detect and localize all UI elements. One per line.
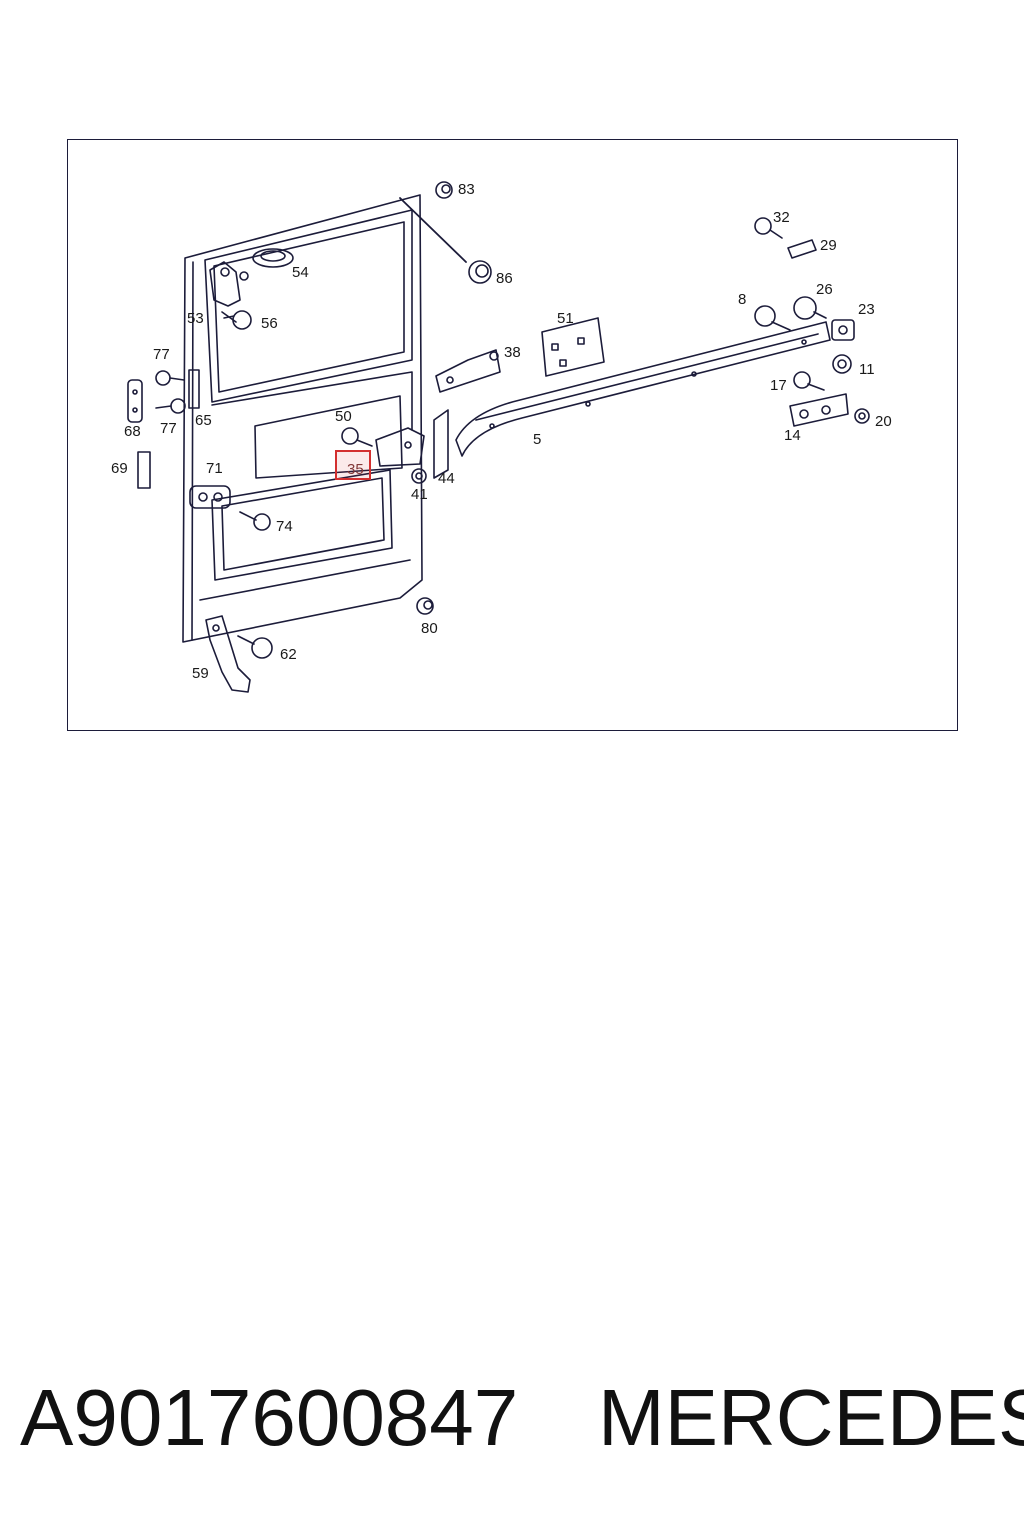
callout-label: 50 bbox=[335, 408, 352, 425]
callout-label: 23 bbox=[858, 301, 875, 318]
callout-label: 83 bbox=[458, 181, 475, 198]
callout-label: 26 bbox=[816, 281, 833, 298]
callout-label: 74 bbox=[276, 518, 293, 535]
callout-label: 53 bbox=[187, 310, 204, 327]
nut-23 bbox=[831, 319, 855, 341]
screw-32 bbox=[754, 217, 783, 239]
callout-label: 77 bbox=[153, 346, 170, 363]
slide-14 bbox=[789, 393, 849, 427]
callout-label: 29 bbox=[820, 237, 837, 254]
callout-label: 20 bbox=[875, 413, 892, 430]
screw-17 bbox=[793, 371, 825, 391]
callout-label: 68 bbox=[124, 423, 141, 440]
bracket-35 bbox=[375, 427, 425, 467]
screw-50 bbox=[341, 427, 373, 447]
nut-11 bbox=[832, 354, 852, 374]
bolt-26 bbox=[793, 296, 827, 320]
plate-51 bbox=[541, 317, 605, 377]
screw-62 bbox=[237, 635, 273, 659]
caption: A9017600847 MERCEDES bbox=[0, 1372, 1024, 1482]
callout-label: 14 bbox=[784, 427, 801, 444]
screw-8 bbox=[754, 305, 791, 331]
callout-label: 56 bbox=[261, 315, 278, 332]
grommet-54 bbox=[252, 248, 294, 268]
highlight-box bbox=[335, 450, 371, 480]
callout-label: 17 bbox=[770, 377, 787, 394]
callout-label: 54 bbox=[292, 264, 309, 281]
callout-labels: 83 32 29 54 86 26 8 23 53 56 51 38 77 11… bbox=[111, 181, 892, 682]
hinge-53 bbox=[209, 261, 249, 307]
callout-label: 59 bbox=[192, 665, 209, 682]
callout-label: 51 bbox=[557, 310, 574, 327]
bolt-77a bbox=[155, 370, 185, 386]
callout-label: 38 bbox=[504, 344, 521, 361]
grommet-86 bbox=[468, 260, 492, 284]
callout-label: 41 bbox=[411, 486, 428, 503]
brand-name: MERCEDES bbox=[598, 1373, 1024, 1462]
callout-label: 44 bbox=[438, 470, 455, 487]
bracket-65 bbox=[188, 369, 200, 409]
callout-label: 77 bbox=[160, 420, 177, 437]
bumper-80 bbox=[416, 597, 434, 615]
callout-label: 32 bbox=[773, 209, 790, 226]
callout-label: 11 bbox=[859, 361, 875, 378]
plate-44 bbox=[433, 409, 449, 479]
bolt-77b bbox=[155, 398, 186, 414]
pad-69 bbox=[137, 451, 151, 489]
callout-label: 80 bbox=[421, 620, 438, 637]
callout-label: 71 bbox=[206, 460, 223, 477]
bushing-41 bbox=[411, 468, 427, 484]
rail-5 bbox=[455, 321, 831, 457]
diagram-frame bbox=[67, 139, 958, 731]
callout-label: 8 bbox=[738, 291, 746, 308]
nut-20 bbox=[854, 408, 870, 424]
clip-29 bbox=[787, 239, 817, 259]
bracket-38 bbox=[435, 349, 501, 393]
callout-label: 86 bbox=[496, 270, 513, 287]
screw-74 bbox=[239, 511, 271, 531]
screw-56 bbox=[221, 310, 252, 330]
callout-label: 5 bbox=[533, 431, 541, 448]
bracket-68 bbox=[127, 379, 143, 423]
handle-71 bbox=[189, 485, 231, 509]
hinge-59 bbox=[205, 615, 251, 693]
door-panel bbox=[182, 194, 467, 643]
callout-label: 65 bbox=[195, 412, 212, 429]
callout-label: 62 bbox=[280, 646, 297, 663]
clip-83 bbox=[435, 181, 453, 199]
part-number: A9017600847 bbox=[20, 1373, 519, 1462]
highlighted-callout-label: 35 bbox=[347, 461, 364, 478]
callout-label: 69 bbox=[111, 460, 128, 477]
